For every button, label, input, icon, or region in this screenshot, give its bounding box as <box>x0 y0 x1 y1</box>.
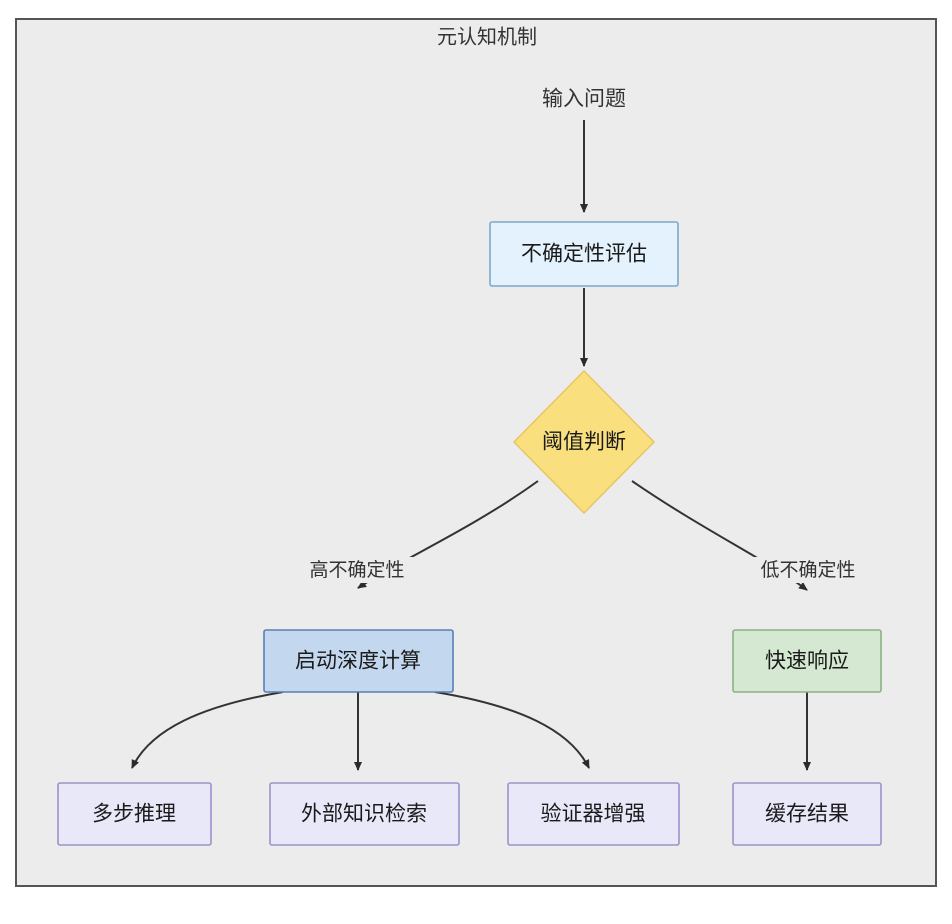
node-cache-result-label: 缓存结果 <box>765 803 849 826</box>
node-external-retrieval[interactable]: 外部知识检索 <box>269 782 460 846</box>
edge-label-high-uncertainty: 高不确定性 <box>309 559 404 581</box>
node-multistep-reasoning-shape <box>57 782 212 846</box>
edges-group <box>131 120 811 771</box>
edge-label-low-uncertainty: 低不确定性 <box>760 559 855 581</box>
node-external-retrieval-shape <box>269 782 460 846</box>
node-verifier-enhancement-label: 验证器增强 <box>541 803 646 826</box>
node-cache-result[interactable]: 缓存结果 <box>732 782 882 846</box>
node-deep-computation-shape <box>263 629 454 693</box>
node-fast-response-shape <box>732 629 882 693</box>
diagram-canvas <box>15 18 937 887</box>
node-multistep-reasoning[interactable]: 多步推理 <box>57 782 212 846</box>
edge-deep-compute-to-verifier <box>434 691 590 769</box>
node-threshold-judgment-label: 阈值判断 <box>542 431 626 454</box>
node-external-retrieval-label: 外部知识检索 <box>301 803 427 826</box>
node-uncertainty-assessment-label: 不确定性评估 <box>521 243 647 266</box>
node-deep-computation[interactable]: 启动深度计算 <box>263 629 454 693</box>
diagram-title: 元认知机制 <box>437 25 537 48</box>
node-uncertainty-assessment-shape <box>489 221 679 287</box>
node-fast-response[interactable]: 快速响应 <box>732 629 882 693</box>
node-verifier-enhancement-shape <box>507 782 680 846</box>
node-verifier-enhancement[interactable]: 验证器增强 <box>507 782 680 846</box>
node-uncertainty-assessment[interactable]: 不确定性评估 <box>489 221 679 287</box>
node-threshold-judgment[interactable]: 阈值判断 <box>512 369 656 515</box>
node-threshold-judgment-shape <box>512 369 656 515</box>
node-multistep-reasoning-label: 多步推理 <box>92 803 176 826</box>
node-input[interactable]: 输入问题 <box>542 88 626 111</box>
node-cache-result-shape <box>732 782 882 846</box>
edge-deep-compute-to-multistep <box>131 691 284 769</box>
edge-label-low-uncertainty-group: 低不确定性 <box>746 557 870 583</box>
node-input-label: 输入问题 <box>542 88 626 111</box>
node-deep-computation-label: 启动深度计算 <box>295 650 421 673</box>
node-fast-response-label: 快速响应 <box>765 650 849 673</box>
edge-label-high-uncertainty-group: 高不确定性 <box>295 557 419 583</box>
